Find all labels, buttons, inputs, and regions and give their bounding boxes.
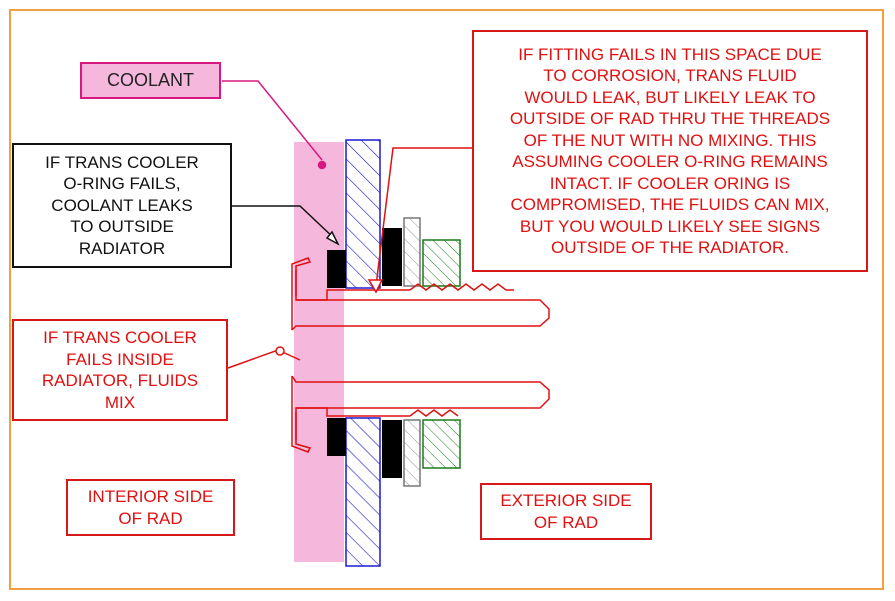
radiator-wall-lower bbox=[345, 417, 381, 567]
nut-seal-lower bbox=[382, 420, 402, 478]
fitting-fails-note: IF FITTING FAILS IN THIS SPACE DUE TO CO… bbox=[472, 30, 868, 272]
leader-lines bbox=[222, 80, 472, 369]
coolant-region bbox=[294, 142, 344, 562]
nut-upper bbox=[422, 239, 461, 287]
nut-seal-upper bbox=[382, 228, 402, 286]
radiator-wall-upper bbox=[345, 139, 381, 289]
washer-upper bbox=[403, 217, 421, 287]
nut-lower bbox=[422, 419, 461, 469]
exterior-side-label: EXTERIOR SIDE OF RAD bbox=[480, 483, 652, 540]
coolant-label: COOLANT bbox=[80, 62, 221, 99]
cooler-oring-upper bbox=[327, 250, 346, 288]
cooler-oring-lower bbox=[327, 418, 346, 456]
cooler-fitting bbox=[291, 257, 550, 453]
drawing-frame bbox=[9, 9, 884, 590]
trans-cooler-oring-fails-note: IF TRANS COOLER O-RING FAILS, COOLANT LE… bbox=[12, 143, 232, 268]
washer-lower bbox=[403, 419, 421, 487]
cooler-fails-inside-note: IF TRANS COOLER FAILS INSIDE RADIATOR, F… bbox=[12, 319, 228, 421]
interior-side-label: INTERIOR SIDE OF RAD bbox=[66, 479, 235, 536]
